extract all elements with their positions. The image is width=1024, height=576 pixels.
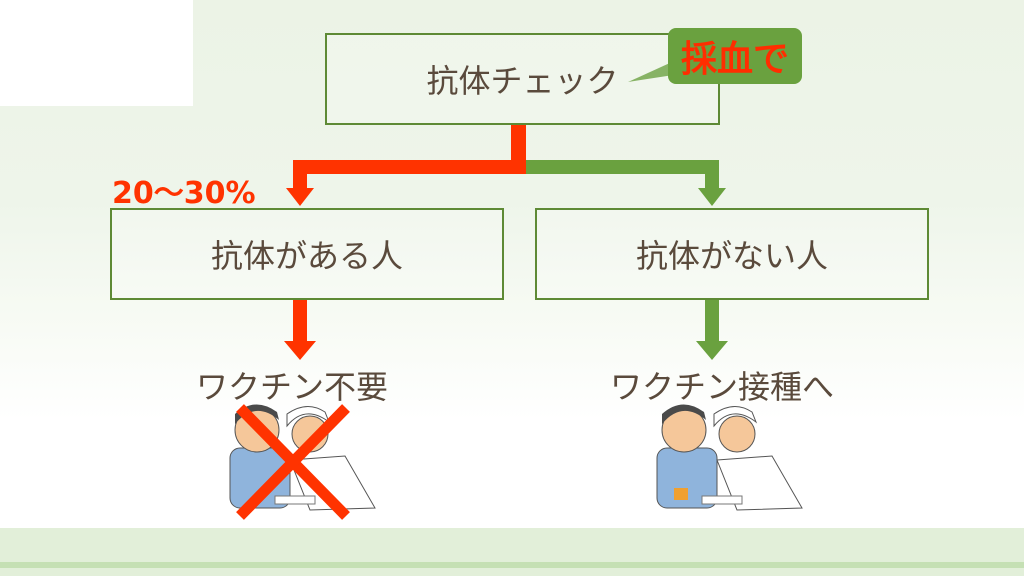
vaccinate-label: ワクチン接種へ <box>610 368 835 406</box>
red-arrows <box>284 124 526 360</box>
footer-band <box>0 528 1024 576</box>
has-antibody-box: 抗体がある人 <box>110 208 504 300</box>
cross-mark-icon <box>236 404 350 520</box>
antibody-check-label: 抗体チェック <box>426 62 619 100</box>
has-antibody-label: 抗体がある人 <box>210 237 403 275</box>
vaccination-illustration-right <box>656 404 803 511</box>
antibody-check-box: 抗体チェック <box>325 33 720 125</box>
callout-label: 採血で <box>680 39 789 80</box>
no-antibody-label: 抗体がない人 <box>635 237 828 275</box>
percentage-label: 20～30% <box>112 176 256 211</box>
blood-draw-callout: 採血で <box>668 28 802 84</box>
green-arrows <box>526 160 728 360</box>
vaccine-unnecessary-label: ワクチン不要 <box>196 368 389 406</box>
no-antibody-box: 抗体がない人 <box>535 208 929 300</box>
footer-stripe <box>0 562 1024 568</box>
blank-area <box>0 0 193 106</box>
callout-tail <box>628 62 680 82</box>
